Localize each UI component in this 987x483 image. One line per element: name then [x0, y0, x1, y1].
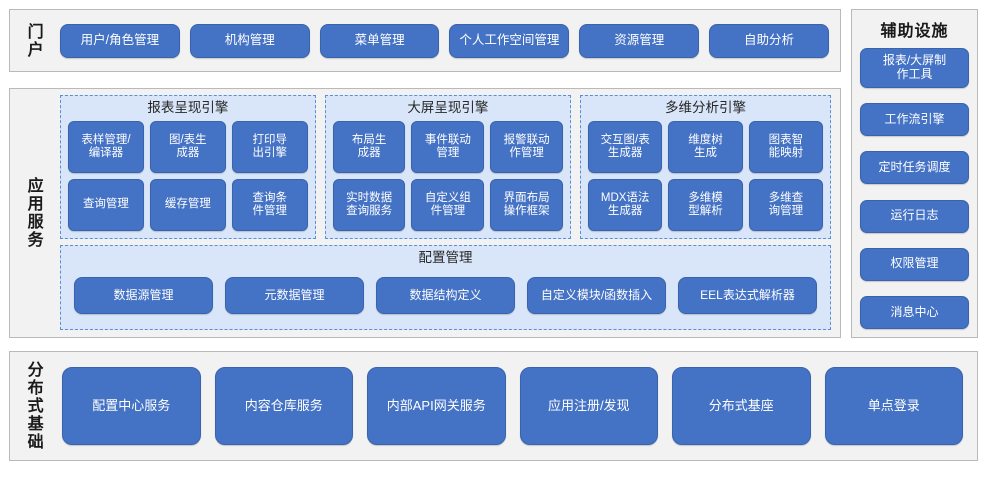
engine-item-custom-component-management[interactable]: 自定义组 件管理 [411, 178, 485, 231]
engine-panel-dashboard-rendering-grid: 布局生 成器 事件联动 管理 报警联动 作管理 实时数据 查询服务 自定义组 件… [332, 120, 563, 231]
portal-item-org-management[interactable]: 机构管理 [189, 23, 310, 58]
infrastructure-item-app-registration-discovery[interactable]: 应用注册/发现 [519, 367, 658, 445]
application-services-band-label-text: 应用服务 [24, 177, 42, 249]
config-item-data-structure-definition[interactable]: 数据结构定义 [376, 277, 515, 315]
infrastructure-item-config-center-service[interactable]: 配置中心服务 [62, 367, 201, 445]
portal-band-label: 门户 [10, 10, 56, 71]
auxiliary-item-runtime-log[interactable]: 运行日志 [860, 199, 969, 233]
portal-item-resource-management[interactable]: 资源管理 [579, 23, 700, 58]
infrastructure-item-internal-api-gateway-service[interactable]: 内部API网关服务 [367, 367, 506, 445]
engine-item-event-linkage-management[interactable]: 事件联动 管理 [411, 120, 485, 173]
infrastructure-item-distributed-base[interactable]: 分布式基座 [672, 367, 811, 445]
auxiliary-item-permission-management[interactable]: 权限管理 [860, 247, 969, 281]
config-item-datasource-management[interactable]: 数据源管理 [74, 277, 213, 315]
config-management-panel: 配置管理 数据源管理 元数据管理 数据结构定义 自定义模块/函数插入 EEL表达… [60, 245, 831, 330]
engine-item-mdx-syntax-generator[interactable]: MDX语法 生成器 [588, 178, 663, 231]
engine-item-template-management-compiler[interactable]: 表样管理/ 编译器 [68, 120, 144, 173]
engine-item-multidimensional-model-parsing[interactable]: 多维模 型解析 [668, 178, 743, 231]
engine-item-layout-generator[interactable]: 布局生 成器 [332, 120, 406, 173]
auxiliary-item-workflow-engine[interactable]: 工作流引擎 [860, 103, 969, 137]
infrastructure-item-content-repository-service[interactable]: 内容仓库服务 [214, 367, 353, 445]
engine-item-cache-management[interactable]: 缓存管理 [149, 178, 226, 231]
engine-item-query-condition-management[interactable]: 查询条 件管理 [231, 178, 308, 231]
engine-item-chart-intelligent-mapping[interactable]: 图表智 能映射 [748, 120, 823, 173]
application-services-band: 应用服务 报表呈现引擎 表样管理/ 编译器 图/表生 成器 打印导 出引擎 查询… [9, 88, 841, 338]
infrastructure-button-row: 配置中心服务 内容仓库服务 内部API网关服务 应用注册/发现 分布式基座 单点… [56, 352, 977, 460]
engine-item-chart-table-generator[interactable]: 图/表生 成器 [149, 120, 226, 173]
engine-item-alarm-linkage-action-management[interactable]: 报警联动 作管理 [490, 120, 563, 173]
engine-item-dimension-tree-generation[interactable]: 维度树 生成 [668, 120, 743, 173]
auxiliary-button-list: 报表/大屏制 作工具 工作流引擎 定时任务调度 运行日志 权限管理 消息中心 [860, 48, 969, 329]
config-management-button-row: 数据源管理 元数据管理 数据结构定义 自定义模块/函数插入 EEL表达式解析器 [70, 271, 821, 321]
engine-item-ui-layout-operation-framework[interactable]: 界面布局 操作框架 [490, 178, 563, 231]
application-services-band-label: 应用服务 [10, 89, 56, 337]
infrastructure-item-single-sign-on[interactable]: 单点登录 [824, 367, 963, 445]
engine-item-query-management[interactable]: 查询管理 [68, 178, 144, 231]
portal-item-menu-management[interactable]: 菜单管理 [319, 23, 440, 58]
portal-item-personal-workspace-management[interactable]: 个人工作空间管理 [449, 23, 570, 58]
config-item-custom-module-function-insertion[interactable]: 自定义模块/函数插入 [527, 277, 666, 315]
engine-item-realtime-data-query-service[interactable]: 实时数据 查询服务 [332, 178, 406, 231]
engine-item-interactive-chart-table-generator[interactable]: 交互图/表 生成器 [588, 120, 663, 173]
config-management-panel-title: 配置管理 [418, 250, 473, 265]
engine-panel-dashboard-rendering: 大屏呈现引擎 布局生 成器 事件联动 管理 报警联动 作管理 实时数据 查询服务… [324, 95, 571, 239]
auxiliary-band-label: 辅助设施 [880, 23, 949, 40]
engines-row: 报表呈现引擎 表样管理/ 编译器 图/表生 成器 打印导 出引擎 查询管理 缓存… [60, 95, 831, 239]
engine-panel-report-rendering-grid: 表样管理/ 编译器 图/表生 成器 打印导 出引擎 查询管理 缓存管理 查询条 … [68, 120, 308, 231]
portal-band-label-text: 门户 [24, 22, 42, 59]
engine-item-multidimensional-query-management[interactable]: 多维查 询管理 [748, 178, 823, 231]
auxiliary-item-message-center[interactable]: 消息中心 [860, 295, 969, 329]
engine-panel-multidimensional-analysis-grid: 交互图/表 生成器 维度树 生成 图表智 能映射 MDX语法 生成器 多维模 型… [588, 120, 823, 231]
infrastructure-band-label-text: 分布式基础 [24, 361, 42, 451]
portal-item-user-role-management[interactable]: 用户/角色管理 [60, 23, 180, 58]
portal-band: 门户 用户/角色管理 机构管理 菜单管理 个人工作空间管理 资源管理 自助分析 [9, 9, 841, 72]
config-item-metadata-management[interactable]: 元数据管理 [225, 277, 364, 315]
engine-panel-multidimensional-analysis-title: 多维分析引擎 [665, 100, 746, 115]
infrastructure-band: 分布式基础 配置中心服务 内容仓库服务 内部API网关服务 应用注册/发现 分布… [9, 351, 978, 461]
auxiliary-item-report-dashboard-authoring-tool[interactable]: 报表/大屏制 作工具 [860, 48, 969, 88]
engine-panel-multidimensional-analysis: 多维分析引擎 交互图/表 生成器 维度树 生成 图表智 能映射 MDX语法 生成… [580, 95, 831, 239]
config-item-eel-expression-parser[interactable]: EEL表达式解析器 [678, 277, 817, 315]
auxiliary-item-scheduled-task-scheduling[interactable]: 定时任务调度 [860, 151, 969, 185]
infrastructure-band-label: 分布式基础 [10, 352, 56, 460]
engine-panel-report-rendering-title: 报表呈现引擎 [147, 100, 229, 115]
engine-panel-dashboard-rendering-title: 大屏呈现引擎 [407, 100, 489, 115]
portal-item-self-service-analysis[interactable]: 自助分析 [709, 23, 829, 58]
auxiliary-band: 辅助设施 报表/大屏制 作工具 工作流引擎 定时任务调度 运行日志 权限管理 消… [851, 9, 978, 338]
application-services-content: 报表呈现引擎 表样管理/ 编译器 图/表生 成器 打印导 出引擎 查询管理 缓存… [56, 89, 840, 337]
engine-panel-report-rendering: 报表呈现引擎 表样管理/ 编译器 图/表生 成器 打印导 出引擎 查询管理 缓存… [60, 95, 316, 239]
engine-item-print-export-engine[interactable]: 打印导 出引擎 [231, 120, 308, 173]
portal-button-row: 用户/角色管理 机构管理 菜单管理 个人工作空间管理 资源管理 自助分析 [56, 10, 840, 71]
